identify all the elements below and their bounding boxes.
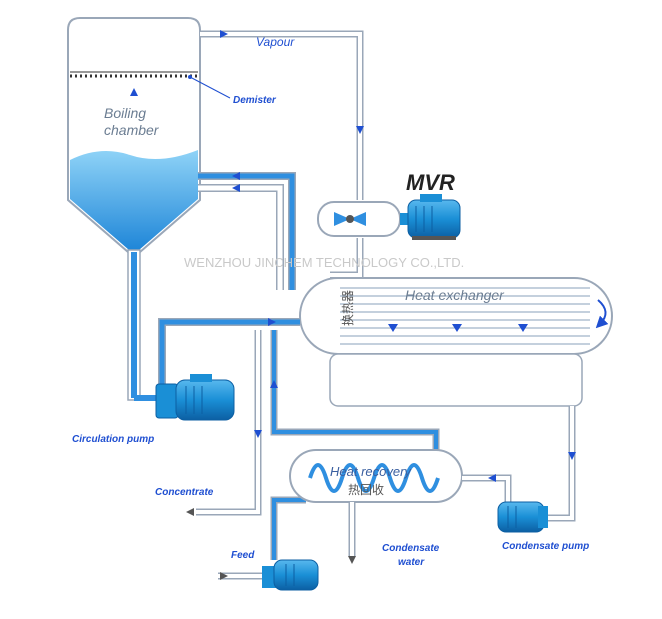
condensate-out-arrow-icon bbox=[348, 556, 356, 564]
vapour-pipe bbox=[200, 30, 364, 279]
circulation-pipes bbox=[134, 172, 300, 401]
mvr-compressor bbox=[317, 194, 461, 240]
recirc-arrow-icon-1 bbox=[232, 172, 240, 180]
heat-recovery-label: Heat recovery bbox=[330, 464, 412, 479]
condensate-left-arrow-icon bbox=[488, 474, 496, 482]
circulation-pump bbox=[155, 374, 235, 421]
vapour-arrow-icon bbox=[220, 30, 228, 38]
feed-label: Feed bbox=[231, 550, 255, 561]
hx-down-arrow-icon-2 bbox=[452, 324, 462, 332]
hx-down-arrow-icon-1 bbox=[388, 324, 398, 332]
condensate-pump bbox=[497, 501, 548, 533]
condensate-pump-label: Condensate pump bbox=[502, 541, 589, 552]
concentrate-label: Concentrate bbox=[155, 487, 214, 498]
condensate-down-arrow-icon bbox=[568, 452, 576, 460]
heat-exchanger bbox=[299, 277, 613, 407]
boiling-chamber-label-line2: chamber bbox=[104, 122, 160, 138]
circulation-pump-label: Circulation pump bbox=[72, 434, 154, 445]
feed-in-arrow-icon bbox=[220, 572, 228, 580]
vapour-down-arrow-icon bbox=[356, 126, 364, 134]
condensate-pipe bbox=[462, 406, 576, 522]
demister bbox=[70, 71, 231, 99]
hx-down-arrow-icon-3 bbox=[518, 324, 528, 332]
recirc-arrow-icon-2 bbox=[232, 184, 240, 192]
hx-return-icon bbox=[595, 299, 609, 329]
feed-pipe bbox=[218, 330, 440, 580]
concentrate-down-arrow-icon bbox=[254, 430, 262, 438]
watermark: WENZHOU JINCHEM TECHNOLOGY CO.,LTD. bbox=[184, 255, 464, 270]
to-hx-arrow-icon bbox=[268, 318, 276, 326]
condensate-water-label-line2: water bbox=[398, 557, 425, 568]
feed-pump bbox=[262, 559, 319, 591]
vapour-label: Vapour bbox=[256, 35, 295, 49]
mvr-label: MVR bbox=[406, 170, 455, 195]
heat-exchanger-cn-label: 换热器 bbox=[341, 290, 355, 326]
feed-up-arrow-icon bbox=[270, 380, 278, 388]
heat-recovery bbox=[289, 449, 463, 564]
condensate-water-label-line1: Condensate bbox=[382, 543, 440, 554]
heat-recovery-cn-label: 热回收 bbox=[348, 483, 384, 497]
demister-label: Demister bbox=[233, 95, 277, 106]
demister-arrow-up-icon bbox=[130, 88, 138, 96]
concentrate-out-arrow-icon bbox=[186, 508, 194, 516]
heat-exchanger-label: Heat exchanger bbox=[405, 287, 505, 303]
boiling-chamber-label-line1: Boiling bbox=[104, 105, 146, 121]
concentrate-pipe bbox=[186, 330, 262, 516]
